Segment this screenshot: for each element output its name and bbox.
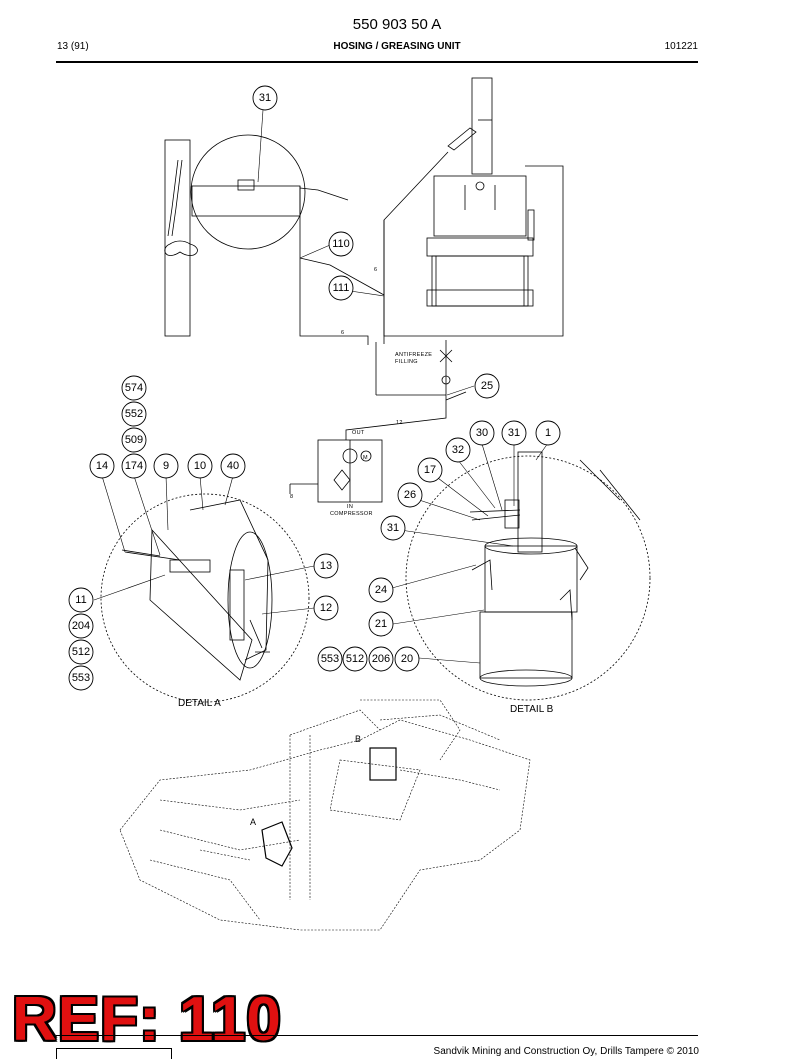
view-label-a: A [250, 817, 256, 827]
detail-a-reel [100, 493, 310, 703]
callout-32: 32 [452, 444, 464, 456]
footer-copyright: Sandvik Mining and Construction Oy, Dril… [433, 1046, 699, 1057]
detail-b-pump [405, 451, 651, 701]
schematic-text: ANTIFREEZE FILLING OUT IN COMPRESSOR M 6… [250, 267, 432, 827]
callout-10: 10 [194, 460, 206, 472]
callout-14: 14 [96, 460, 108, 472]
machine-iso-view [119, 699, 531, 931]
callout-552: 552 [125, 408, 143, 420]
footer-rule [56, 1035, 698, 1036]
callout-110: 110 [332, 238, 350, 250]
schematic-in: IN [347, 504, 353, 510]
callout-111: 111 [333, 282, 350, 294]
document-number: 550 903 50 A [352, 16, 442, 33]
schematic-line-8: 8 [290, 494, 293, 500]
callout-553-b: 553 [321, 653, 339, 665]
schematic-motor: M [363, 455, 368, 461]
view-label-b: B [355, 734, 361, 744]
ref-watermark: REF: 110 [12, 985, 282, 1054]
schematic-line-6b: 6 [341, 330, 344, 336]
hose-reel-top-view [164, 134, 385, 345]
callout-13: 13 [320, 560, 332, 572]
date-code: 101221 [664, 41, 698, 52]
callout-12: 12 [320, 602, 332, 614]
callout-204: 204 [72, 620, 90, 632]
header-rule [56, 61, 698, 63]
callout-bubbles: 31 110 111 25 574 552 509 14 174 9 10 40… [68, 85, 561, 691]
antifreeze-schematic [289, 340, 467, 503]
callout-11: 11 [75, 594, 86, 606]
detail-a-label: DETAIL A [178, 698, 221, 709]
page-number: 13 (91) [57, 41, 89, 52]
callout-31-top: 31 [259, 92, 271, 104]
callout-40: 40 [227, 460, 239, 472]
callout-30: 30 [476, 427, 488, 439]
callout-512-b: 512 [346, 653, 364, 665]
schematic-line-12: 12 [396, 420, 403, 426]
callout-553-a: 553 [72, 672, 90, 684]
schematic-filling: FILLING [395, 359, 418, 365]
sandvik-logo [56, 1048, 172, 1059]
callout-17: 17 [424, 464, 436, 476]
callout-1: 1 [545, 427, 551, 439]
callout-174: 174 [125, 460, 143, 472]
callout-206: 206 [372, 653, 390, 665]
grease-pump-top-view [383, 77, 564, 337]
detail-b-label: DETAIL B [510, 704, 554, 715]
callout-509: 509 [125, 434, 143, 446]
schematic-antifreeze: ANTIFREEZE [395, 352, 432, 358]
machine-highlight-units [261, 747, 397, 867]
callout-512-a: 512 [72, 646, 90, 658]
callout-21: 21 [375, 618, 387, 630]
callout-31-b: 31 [508, 427, 520, 439]
callout-24: 24 [375, 584, 387, 596]
callout-26: 26 [404, 489, 416, 501]
callout-25: 25 [481, 380, 493, 392]
schematic-line-6a: 6 [374, 267, 377, 273]
callout-9: 9 [163, 460, 169, 472]
callout-31-c: 31 [387, 522, 399, 534]
callout-574: 574 [125, 382, 143, 394]
schematic-compressor: COMPRESSOR [330, 511, 373, 517]
callout-20: 20 [401, 653, 413, 665]
schematic-out: OUT [352, 430, 365, 436]
section-title: HOSING / GREASING UNIT [333, 41, 461, 52]
